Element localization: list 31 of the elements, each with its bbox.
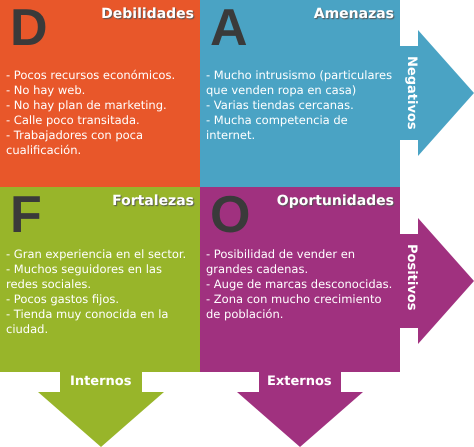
quadrant-panel: [0, 0, 200, 187]
list-item: - Varias tiendas cercanas.: [206, 98, 355, 113]
list-item: - Tienda muy conocida en la ciudad.: [6, 307, 170, 337]
list-item: - Posibilidad de vender en grandes cadenas.: [206, 247, 356, 277]
list-item: - No hay web.: [6, 83, 86, 98]
list-item: - Gran experiencia en el sector.: [6, 247, 188, 262]
list-item: - Pocos gastos fijos.: [6, 292, 120, 307]
list-item: - Muchos seguidores en las redes sociales.: [6, 262, 163, 292]
list-item: - Auge de marcas desconocidas.: [206, 277, 394, 292]
quadrant-title: Fortalezas: [112, 193, 194, 209]
axis-label: Internos: [70, 374, 132, 389]
list-item: - No hay plan de marketing.: [6, 98, 168, 113]
list-item: - Mucho intrusismo (particulares que venden ropa en casa): [206, 68, 394, 98]
axis-label: Externos: [267, 374, 332, 389]
list-item: - Zona con mucho crecimiento de población.: [206, 292, 383, 322]
quadrant-title: Oportunidades: [276, 193, 394, 209]
list-item: - Pocos recursos económicos.: [6, 68, 176, 83]
list-item: - Trabajadores con poca cualificación.: [6, 128, 144, 158]
quadrant-letter: O: [210, 189, 250, 241]
axis-label: Negativos: [404, 56, 419, 130]
quadrant-letter: D: [10, 2, 48, 54]
quadrant-title: Amenazas: [314, 6, 394, 22]
list-item: - Mucha competencia de internet.: [206, 113, 349, 143]
quadrant-letter: F: [10, 189, 42, 241]
axis-label: Positivos: [404, 244, 419, 310]
quadrant-panel: [200, 0, 400, 187]
quadrant-letter: A: [210, 2, 248, 54]
quadrant-panel: [200, 187, 400, 372]
quadrant-title: Debilidades: [101, 6, 194, 22]
quadrant-panel: [0, 187, 200, 372]
list-item: - Calle poco transitada.: [6, 113, 141, 128]
